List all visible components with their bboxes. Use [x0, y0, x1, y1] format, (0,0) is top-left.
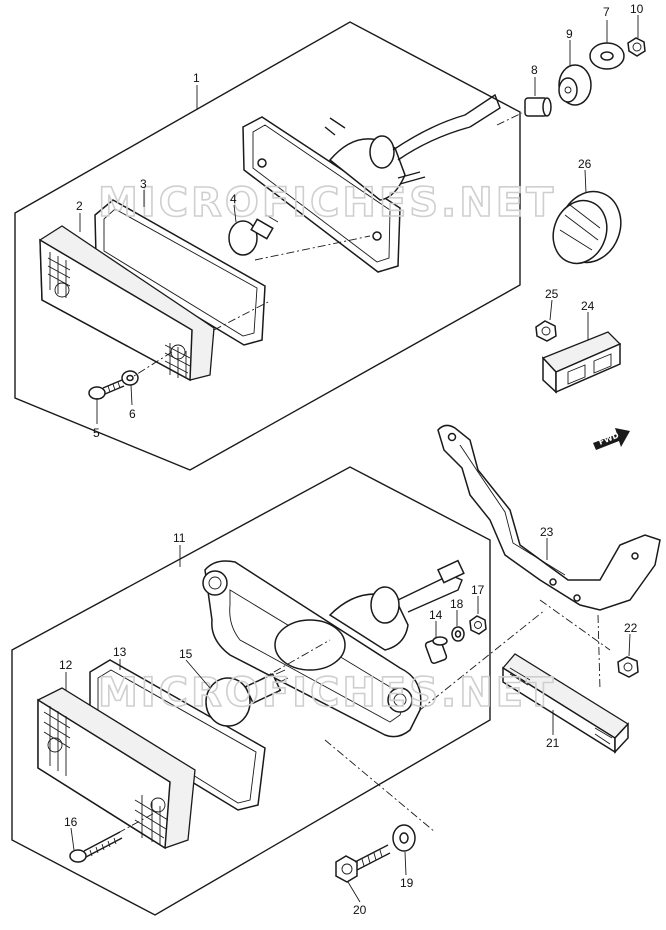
callout-22: 22	[624, 621, 638, 635]
callout-18: 18	[450, 597, 464, 611]
screw-16	[69, 831, 123, 863]
callout-10: 10	[630, 2, 644, 16]
collar-8	[524, 97, 552, 117]
lower-assembly-frame	[11, 466, 491, 916]
bracket-23	[437, 424, 661, 611]
washer-upper	[121, 370, 139, 386]
washer-19	[392, 824, 416, 852]
nut-17	[469, 615, 487, 635]
lower-housing	[202, 559, 465, 738]
callout-13: 13	[113, 645, 127, 659]
callout-21: 21	[546, 736, 560, 750]
callout-12: 12	[59, 658, 73, 672]
callout-3: 3	[140, 177, 147, 191]
bolt-20	[335, 844, 391, 883]
watermark-upper: MICROFICHES.NET	[98, 180, 556, 226]
callout-20: 20	[353, 903, 367, 917]
callout-2: 2	[76, 199, 83, 213]
leader-lines	[65, 15, 639, 903]
callout-5: 5	[93, 426, 100, 440]
side-reflector-24	[541, 331, 622, 394]
upper-housing	[242, 93, 501, 273]
lens-upper	[39, 225, 215, 382]
callout-7: 7	[603, 5, 610, 19]
callout-9: 9	[566, 27, 573, 41]
lens-lower	[37, 687, 196, 850]
bulb-upper	[228, 214, 279, 256]
nut-10	[627, 37, 646, 57]
rear-reflector-21	[502, 653, 630, 754]
callout-26: 26	[578, 157, 592, 171]
nut-22	[617, 656, 639, 678]
washer-18	[451, 626, 465, 642]
callout-15: 15	[179, 647, 193, 661]
callout-25: 25	[545, 287, 559, 301]
callout-23: 23	[540, 525, 554, 539]
fwd-arrow-icon: FWD	[593, 428, 630, 450]
callout-1: 1	[193, 71, 200, 85]
reflector-26	[552, 190, 622, 265]
callout-8: 8	[531, 63, 538, 77]
callout-19: 19	[400, 876, 414, 890]
nut-25	[535, 320, 557, 342]
callout-16: 16	[64, 815, 78, 829]
screw-upper	[88, 379, 125, 400]
callout-24: 24	[581, 299, 595, 313]
upper-assembly-frame	[14, 21, 521, 471]
callout-4: 4	[230, 192, 237, 206]
callout-14: 14	[429, 608, 443, 622]
callout-11: 11	[173, 531, 186, 545]
watermark-lower: MICROFICHES.NET	[98, 670, 556, 716]
washer-7	[589, 42, 625, 70]
grommet-9	[558, 64, 592, 106]
bulb-lower	[205, 669, 289, 727]
callout-17: 17	[471, 583, 485, 597]
collar-14	[424, 636, 448, 664]
callout-6: 6	[129, 407, 136, 421]
